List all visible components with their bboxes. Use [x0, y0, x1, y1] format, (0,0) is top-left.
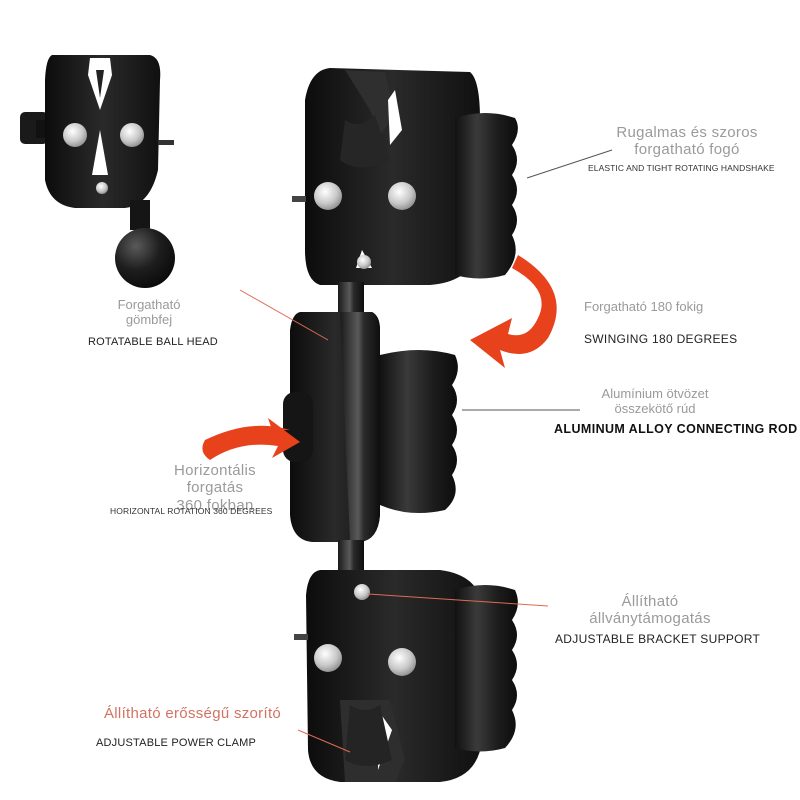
rod-label-hu-line1: Alumínium ötvözet: [601, 386, 709, 401]
grip-label-hu-line1: Rugalmas és szoros: [616, 124, 758, 141]
bracket-label-hu: Állítható állványtámogatás: [565, 593, 735, 628]
clamp-label-en: ADJUSTABLE POWER CLAMP: [96, 737, 257, 749]
horizontal-label-hu-line3: 360 fokban: [176, 496, 254, 514]
rotation-arrow-icon: [202, 418, 300, 460]
top-clamp: [292, 68, 518, 285]
rod-label-en: ALUMINUM ALLOY CONNECTING ROD: [554, 422, 798, 436]
horizontal-label-hu-line2: forgatás: [186, 479, 244, 497]
ball-label-hu-line1: Forgatható: [117, 297, 181, 312]
horizontal-label-hu: Horizontális forgatás 360 fokban: [150, 462, 280, 514]
grip-label-en: ELASTIC AND TIGHT ROTATING HANDSHAKE: [588, 163, 775, 173]
bracket-leader: [367, 593, 549, 607]
ball-label-en: ROTATABLE BALL HEAD: [88, 336, 218, 348]
small-clamp: [20, 55, 175, 288]
clamp-leader: [297, 729, 351, 753]
ball-leader: [239, 289, 329, 341]
bracket-label-hu-line1: Állítható: [621, 593, 679, 610]
bracket-label-en: ADJUSTABLE BRACKET SUPPORT: [555, 632, 761, 646]
grip-label-hu-line2: forgatható fogó: [634, 141, 740, 159]
connecting-rod: [283, 312, 458, 542]
ball-label-hu: Forgatható gömbfej: [100, 297, 198, 328]
swing-arrow-icon: [470, 255, 557, 368]
horizontal-label-hu-line1: Horizontális: [174, 462, 256, 479]
swing-label-en: SWINGING 180 DEGREES: [584, 332, 738, 346]
ball-label-hu-line2: gömbfej: [125, 311, 173, 327]
bracket-label-hu-line2: állványtámogatás: [589, 610, 711, 628]
grip-leader: [526, 149, 613, 179]
rod-label-hu-line2: összekötő rúd: [614, 400, 696, 416]
bottom-clamp: [294, 570, 518, 782]
rod-label-hu: Alumínium ötvözet összekötő rúd: [585, 386, 725, 417]
horizontal-label-en: HORIZONTAL ROTATION 360 DEGREES: [110, 506, 273, 516]
swing-label-hu: Forgatható 180 fokig: [584, 299, 704, 314]
grip-label-hu: Rugalmas és szoros forgatható fogó: [602, 124, 772, 159]
clamp-label-hu: Állítható erősségű szorító: [104, 705, 282, 722]
